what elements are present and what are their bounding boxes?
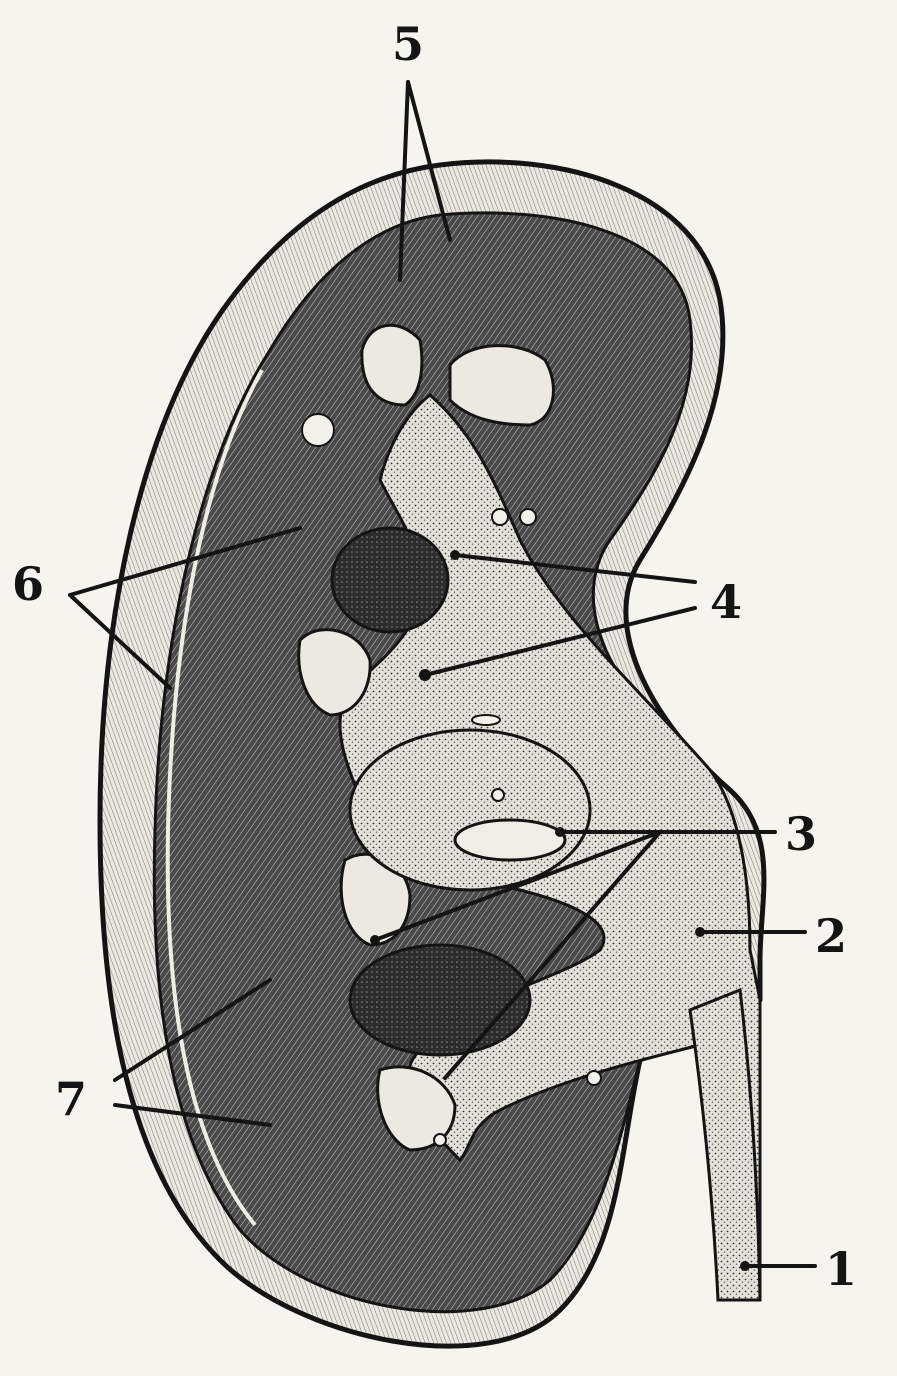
renal-sinus-opening: [455, 820, 565, 860]
label-7: 7: [55, 1072, 87, 1126]
renal-pyramid-1: [332, 528, 448, 632]
renal-pyramid-3: [350, 945, 530, 1055]
label-1: 1: [825, 1242, 857, 1296]
label-3: 3: [785, 807, 817, 861]
vessel-dot-5: [492, 789, 504, 801]
vessel-dot-2: [492, 509, 508, 525]
label-5: 5: [392, 17, 424, 71]
vessel-dot-7: [434, 1134, 446, 1146]
label-2: 2: [815, 909, 847, 963]
renal-pyramid-2: [350, 730, 590, 890]
vessel-dot-1: [302, 414, 334, 446]
label-6: 6: [12, 557, 44, 611]
vessel-dot-4: [472, 715, 500, 725]
minor-calyx-upper-right: [450, 346, 553, 425]
vessel-dot-3: [520, 509, 536, 525]
vessel-dot-6: [587, 1071, 601, 1085]
label-4: 4: [710, 575, 742, 629]
